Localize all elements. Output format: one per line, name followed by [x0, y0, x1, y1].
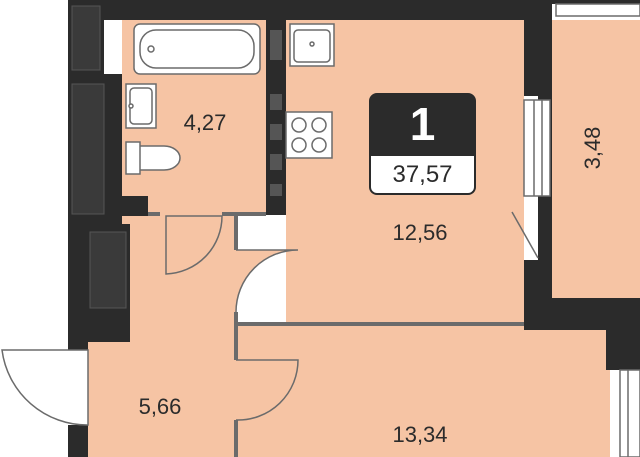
window-living: [523, 99, 551, 197]
room-area-bedroom: 13,34: [392, 422, 447, 447]
window-bedroom: [619, 369, 640, 457]
door-bathroom: [165, 215, 223, 275]
door-bedroom: [235, 359, 299, 421]
wall-bedroom-right: [606, 330, 640, 370]
room-area-balcony: 3,48: [580, 127, 605, 170]
bedroom-floor: [236, 324, 610, 457]
door-entrance: [1, 349, 89, 426]
room-count: 1: [369, 93, 476, 156]
shaft-upper: [71, 83, 105, 215]
windows: [523, 3, 640, 457]
vent-slots: [270, 30, 282, 196]
stove: [285, 111, 333, 159]
doors: [1, 211, 539, 426]
window-balcony: [555, 3, 640, 17]
partitions: [148, 212, 524, 457]
room-area-bathroom: 4,27: [184, 110, 227, 135]
wall-left-lower: [68, 425, 88, 457]
wall-details: [71, 5, 127, 309]
fixtures: [125, 23, 335, 175]
balcony-door-leaf: [511, 211, 539, 259]
total-area: 37,57: [369, 156, 476, 195]
wall-bedroom-corner: [524, 298, 640, 330]
wall-left-stub: [68, 330, 88, 350]
room-area-living: 12,56: [392, 220, 447, 245]
shaft-lower: [89, 231, 127, 309]
shaft-top: [71, 5, 101, 71]
balcony-floor: [552, 20, 640, 298]
door-living: [235, 249, 299, 313]
bathtub-inner: [139, 29, 255, 69]
wall-balcony-top: [552, 0, 640, 4]
wall-living-right-top: [524, 20, 552, 96]
wall-bath-bottom: [122, 196, 148, 216]
apartment-badge: 1 37,57: [369, 93, 476, 197]
room-area-hall: 5,66: [139, 394, 182, 419]
toilet-icon: [125, 141, 181, 175]
bathtub-drain: [147, 45, 155, 53]
wall-top: [104, 0, 552, 20]
